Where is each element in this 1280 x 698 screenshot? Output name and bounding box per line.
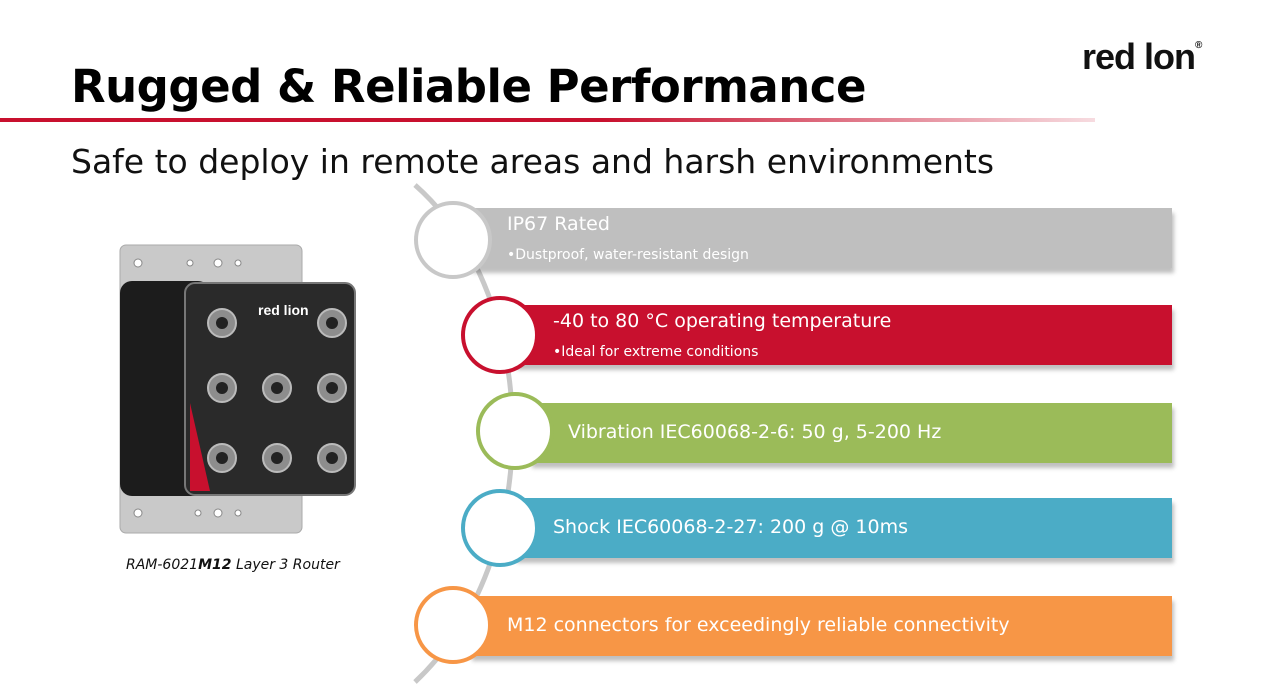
feature-detail: •Ideal for extreme conditions <box>553 344 759 360</box>
feature-heading: -40 to 80 °C operating temperature <box>553 310 892 332</box>
logo-text-a: red l <box>1082 36 1154 77</box>
slide-subtitle: Safe to deploy in remote areas and harsh… <box>71 142 995 181</box>
router-product-image: red lion <box>119 244 356 534</box>
feature-marker-circle <box>461 489 539 567</box>
feature-temperature: -40 to 80 °C operating temperature •Idea… <box>515 305 1172 365</box>
feature-detail: •Dustproof, water-resistant design <box>507 247 749 263</box>
red-lion-logo: red lon® <box>1082 36 1202 78</box>
title-underline <box>0 118 1095 122</box>
feature-m12-connectors: M12 connectors for exceedingly reliable … <box>470 596 1172 656</box>
feature-heading: Shock IEC60068-2-27: 200 g @ 10ms <box>553 516 908 538</box>
feature-shock: Shock IEC60068-2-27: 200 g @ 10ms <box>515 498 1172 558</box>
caption-model-bold: M12 <box>198 557 232 573</box>
feature-marker-circle <box>414 201 492 279</box>
feature-heading: M12 connectors for exceedingly reliable … <box>507 614 1010 636</box>
slide-title: Rugged & Reliable Performance <box>71 60 867 113</box>
feature-vibration: Vibration IEC60068-2-6: 50 g, 5-200 Hz <box>530 403 1172 463</box>
feature-marker-circle <box>414 586 492 664</box>
feature-heading: IP67 Rated <box>507 213 610 235</box>
logo-registered: ® <box>1195 40 1202 51</box>
caption-description: Layer 3 Router <box>231 557 340 573</box>
caption-model: RAM-6021 <box>126 557 199 573</box>
svg-text:red lion: red lion <box>258 302 309 318</box>
logo-text-b: on <box>1153 36 1196 77</box>
feature-heading: Vibration IEC60068-2-6: 50 g, 5-200 Hz <box>568 421 942 443</box>
feature-marker-circle <box>476 392 554 470</box>
feature-ip67: IP67 Rated •Dustproof, water-resistant d… <box>470 208 1172 268</box>
product-caption: RAM-6021M12 Layer 3 Router <box>126 557 340 573</box>
feature-marker-circle <box>461 296 539 374</box>
